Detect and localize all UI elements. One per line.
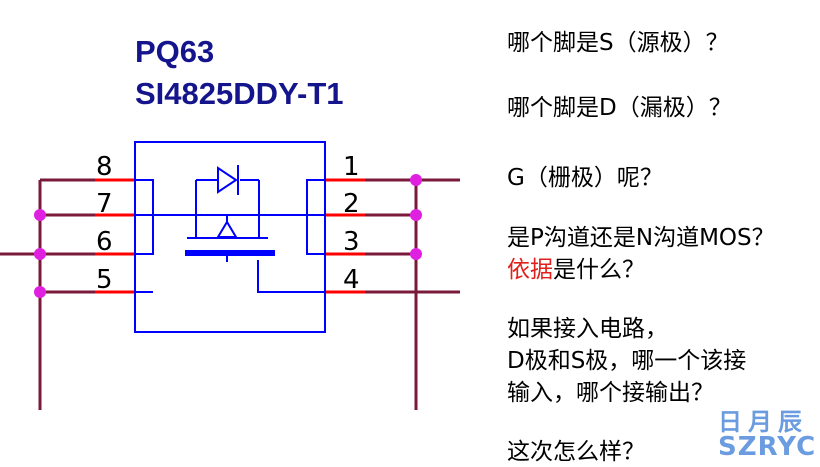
gate-plate	[185, 250, 275, 256]
basis-word: 依据	[507, 257, 553, 283]
left-wires	[0, 178, 95, 410]
question-source-pin: 哪个脚是S（源极）？	[507, 30, 729, 56]
question-basis: 依据是什么？	[507, 255, 645, 285]
question-channel-type: 是P沟道还是N沟道MOS？	[507, 225, 775, 251]
question-gate-pin: G（栅极）呢？	[507, 165, 663, 191]
watermark-cn: 日月辰	[718, 408, 808, 436]
pin-label-8: 8	[96, 152, 113, 182]
pin-label-2: 2	[343, 189, 360, 219]
pin-label-3: 3	[343, 227, 360, 257]
junctions	[34, 174, 422, 298]
question-connect-line-2: D极和S极，哪一个该接	[507, 348, 747, 374]
pin-label-1: 1	[343, 152, 360, 182]
question-connect-line-1: 如果接入电路，	[507, 316, 668, 342]
pin-label-5: 5	[96, 265, 113, 295]
pin-label-4: 4	[343, 265, 360, 295]
question-drain-pin: 哪个脚是D（漏极）？	[507, 95, 732, 121]
component-ref: PQ63	[135, 34, 214, 69]
watermark-en: SZRYC	[718, 432, 817, 462]
question-how-about: 这次怎么样？	[507, 439, 645, 465]
basis-rest: 是什么？	[553, 257, 645, 283]
component-body	[134, 141, 326, 333]
mosfet-schematic: PQ63 SI4825DDY-T1	[0, 34, 460, 410]
question-connect-line-3: 输入，哪个接输出？	[507, 380, 714, 406]
pin-label-6: 6	[96, 227, 113, 257]
part-number: SI4825DDY-T1	[135, 76, 344, 111]
pin-stubs	[95, 178, 365, 294]
pin-label-7: 7	[96, 189, 113, 219]
